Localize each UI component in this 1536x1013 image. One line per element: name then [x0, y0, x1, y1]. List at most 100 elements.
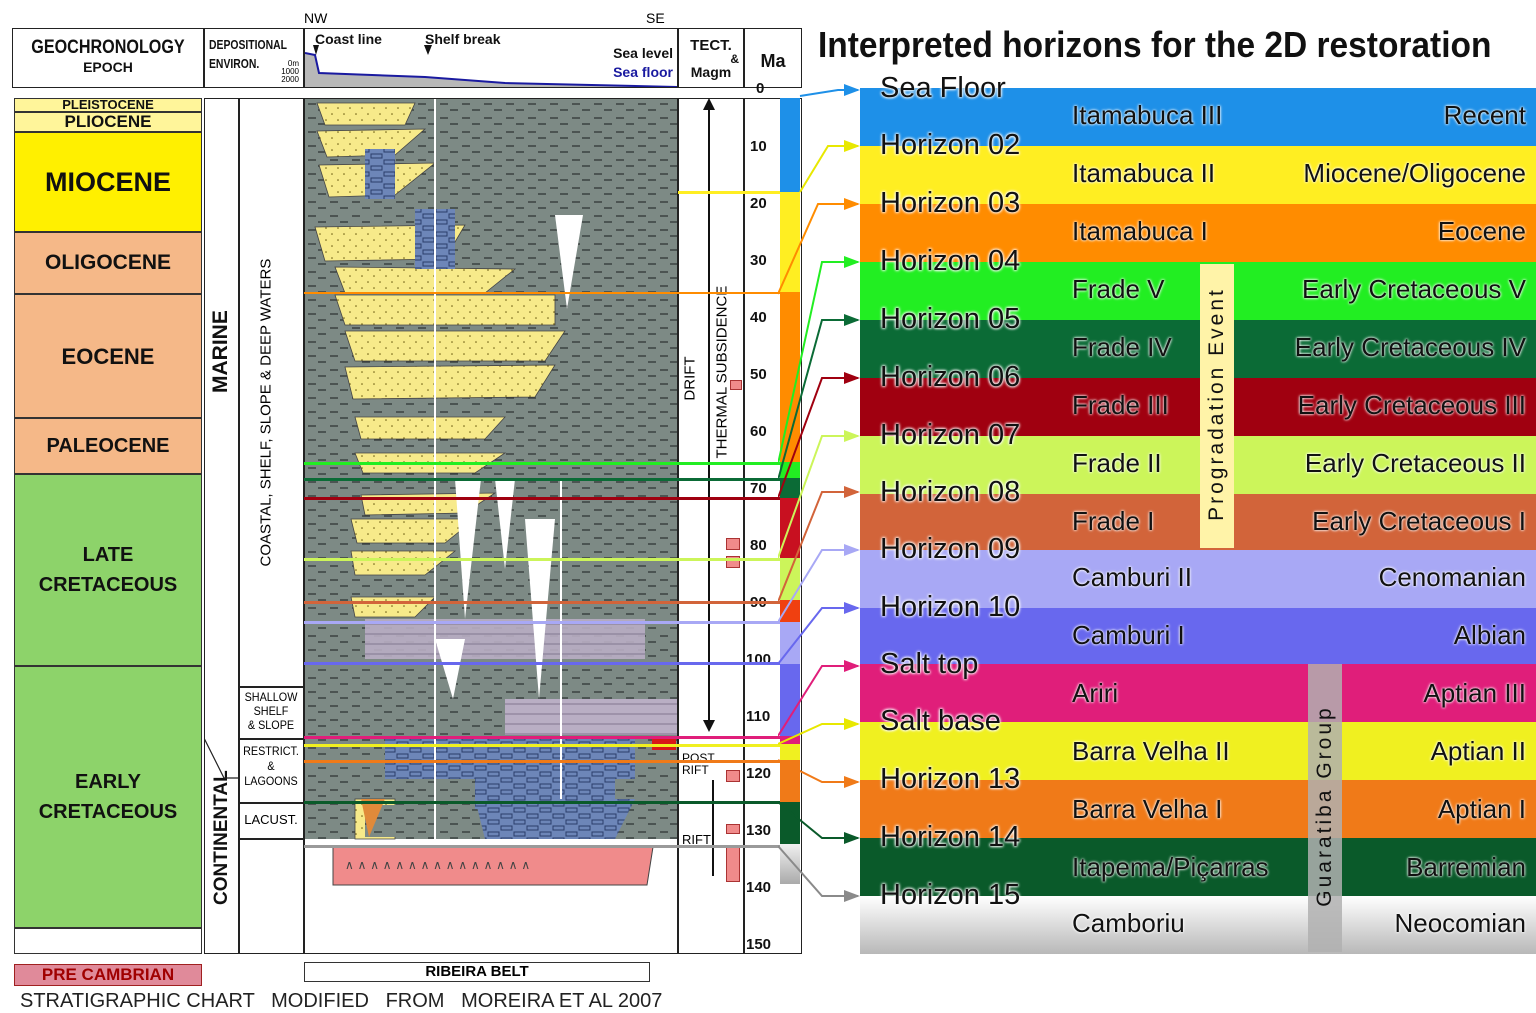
ma-tick-150: 150 — [746, 936, 800, 953]
chart-horizon-line-02 — [678, 191, 780, 194]
band-camboriu — [860, 896, 1536, 954]
ma-tick-130: 130 — [746, 822, 800, 839]
band-itamabuca-i — [860, 204, 1536, 262]
shallow-line-3: & SLOPE — [247, 718, 295, 732]
unit-age-7: Early Cretaceous II — [1304, 448, 1526, 478]
epoch-pleistocene-label: PLEISTOCENE — [62, 97, 154, 112]
epoch-eocene: EOCENE — [14, 294, 202, 418]
environment-column — [204, 98, 304, 954]
ma-tick-140: 140 — [746, 879, 800, 896]
ma-tick-10-label: 10 — [750, 138, 767, 155]
ma-tick-40-label: 40 — [750, 309, 767, 326]
restrict-line-3: LAGOONS — [244, 774, 298, 788]
unit-name-14: Itapema/Piçarras — [1072, 852, 1269, 882]
sea-level-label: Sea level — [613, 45, 673, 61]
band-camburi-i — [860, 608, 1536, 664]
ma-tick-120-label: 120 — [746, 765, 772, 782]
epoch-early-label: EARLY — [75, 771, 141, 793]
epoch-oligocene-label: OLIGOCENE — [44, 251, 171, 275]
chart-horizon-line-04 — [304, 462, 780, 465]
shallow-shelf-label: SHALLOW SHELF & SLOPE — [243, 690, 299, 732]
horizon-label-salt-top: Salt top — [880, 648, 979, 680]
band-camburi-ii — [860, 550, 1536, 608]
restrict-lagoons-label: RESTRICT. & LAGOONS — [243, 744, 299, 789]
band-frade-iv — [860, 320, 1536, 378]
ma-tick-60-label: 60 — [750, 423, 767, 440]
sea-floor-label: Sea floor — [613, 64, 673, 80]
profile-header: Coast line Shelf break Sea level Sea flo… — [304, 28, 678, 88]
rift-arrow-line — [712, 780, 714, 876]
epoch-pliocene-label: PLIOCENE — [64, 112, 152, 132]
ma-tick-80-label: 80 — [750, 537, 767, 554]
restrict-line-2: & — [267, 759, 275, 773]
ma-tick-0: 0 — [746, 80, 810, 97]
drift-arrow-line — [708, 104, 710, 724]
epoch-pleistocene: PLEISTOCENE — [14, 98, 202, 112]
chart-horizon-line-14 — [304, 801, 780, 804]
unit-name-2: Itamabuca II — [1072, 158, 1216, 188]
erosional-gaps — [435, 215, 583, 699]
strip-itapema — [780, 802, 800, 844]
post-rift-rift-label: RIFT — [682, 763, 709, 777]
se-label: SE — [646, 10, 665, 26]
unit-name-5: Frade IV — [1072, 332, 1172, 362]
ma-tick-80: 80 — [746, 537, 804, 554]
depth-2000: 2000 — [281, 75, 299, 84]
strip-camburi-i — [780, 664, 800, 736]
horizon-label-10: Horizon 10 — [880, 591, 1021, 623]
epoch-miocene-label: MIOCENE — [44, 166, 171, 197]
unit-age-14: Barremian — [1406, 852, 1526, 882]
band-barra-velha-i — [860, 780, 1536, 838]
unit-age-11: Aptian III — [1423, 678, 1526, 708]
coast-line-label: Coast line — [315, 31, 382, 47]
epoch-late-cretaceous-label: CRETACEOUS — [38, 574, 178, 596]
ribeira-belt-label: RIBEIRA BELT — [425, 963, 529, 980]
ma-tick-120: 120 — [746, 765, 800, 782]
epoch-pliocene: PLIOCENE — [14, 112, 202, 132]
unit-age-8: Early Cretaceous I — [1312, 506, 1526, 536]
epoch-bottom-blank — [14, 928, 202, 954]
unit-age-2: Miocene/Oligocene — [1303, 158, 1526, 188]
horizon-label-08: Horizon 08 — [880, 476, 1021, 508]
thermal-subsidence-label: THERMAL SUBSIDENCE — [713, 285, 731, 459]
horizon-label-13: Horizon 13 — [880, 763, 1021, 795]
unit-name-8: Frade I — [1072, 506, 1155, 536]
horizon-connectors — [778, 84, 860, 902]
horizon-label-03: Horizon 03 — [880, 187, 1021, 219]
amp-label: & — [730, 52, 739, 66]
geochronology-label: GEOCHRONOLOGY — [31, 37, 185, 58]
continental-marine-connector — [204, 737, 238, 779]
pre-cambrian-label: PRE CAMBRIAN — [41, 965, 175, 984]
tect-label: TECT. — [690, 37, 732, 54]
chart-horizon-line-03 — [304, 292, 780, 294]
band-ariri — [860, 664, 1536, 722]
chart-horizon-line-10 — [304, 662, 780, 665]
magmatism-marker-1 — [730, 380, 742, 390]
unit-name-7: Frade II — [1072, 448, 1162, 478]
horizon-label-07: Horizon 07 — [880, 419, 1021, 451]
guaratiba-group-label: Guaratiba Group — [1313, 705, 1336, 907]
nw-label: NW — [304, 10, 328, 26]
rift-label: RIFT — [682, 832, 711, 847]
unit-age-10: Albian — [1453, 620, 1526, 650]
band-frade-iii — [860, 378, 1536, 436]
unit-name-15: Camboriu — [1072, 908, 1185, 938]
band-frade-v — [860, 262, 1536, 320]
unit-age-9: Cenomanian — [1378, 562, 1526, 592]
tect-header: TECT. & Magm — [678, 28, 744, 88]
chart-horizon-line-05 — [304, 478, 780, 481]
guaratiba-group-box — [1308, 664, 1342, 952]
horizon-label-15: Horizon 15 — [880, 879, 1021, 911]
strip-recent — [780, 98, 800, 192]
horizon-label-05: Horizon 05 — [880, 303, 1021, 335]
horizon-label-04: Horizon 04 — [880, 245, 1021, 277]
unit-age-4: Early Cretaceous V — [1302, 274, 1526, 304]
shelf-break-label: Shelf break — [425, 31, 501, 47]
ma-column — [744, 98, 802, 954]
epoch-early-cretaceous: EARLY CRETACEOUS — [14, 666, 202, 928]
strip-frade-ii — [780, 558, 800, 600]
drift-arrow-bottom — [703, 720, 715, 732]
seafloor-profile — [305, 45, 677, 87]
chart-horizon-line-15 — [304, 845, 780, 848]
ma-tick-10: 10 — [746, 138, 804, 155]
